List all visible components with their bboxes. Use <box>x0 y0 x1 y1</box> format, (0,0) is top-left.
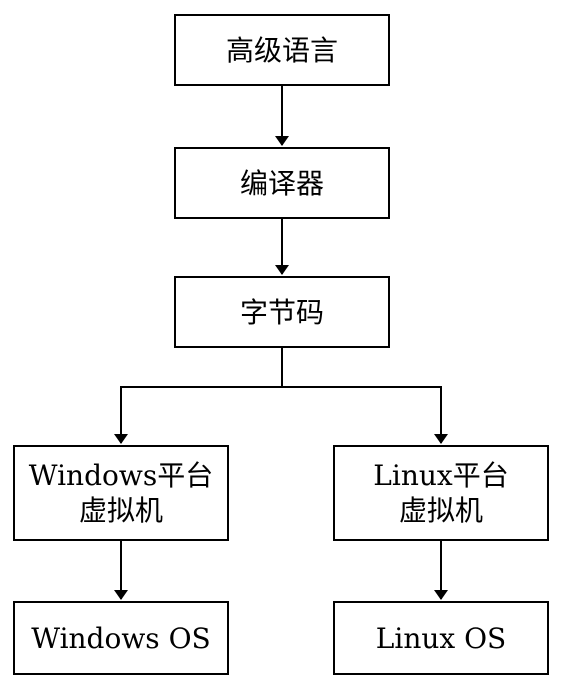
node-label: Linux平台 虚拟机 <box>373 459 509 527</box>
node-linux-os: Linux OS <box>333 601 549 675</box>
node-windows-os: Windows OS <box>13 601 229 675</box>
node-label: 字节码 <box>239 295 324 329</box>
node-linux-vm: Linux平台 虚拟机 <box>333 445 549 541</box>
node-windows-vm: Windows平台 虚拟机 <box>13 445 229 541</box>
node-label: Windows平台 虚拟机 <box>28 459 214 527</box>
node-label: 编译器 <box>239 166 324 200</box>
node-compiler: 编译器 <box>174 147 390 219</box>
node-label: Linux OS <box>375 621 507 655</box>
node-label: 高级语言 <box>225 33 338 67</box>
node-bytecode: 字节码 <box>174 276 390 348</box>
node-high-level-language: 高级语言 <box>174 14 390 86</box>
node-label: Windows OS <box>31 621 211 655</box>
